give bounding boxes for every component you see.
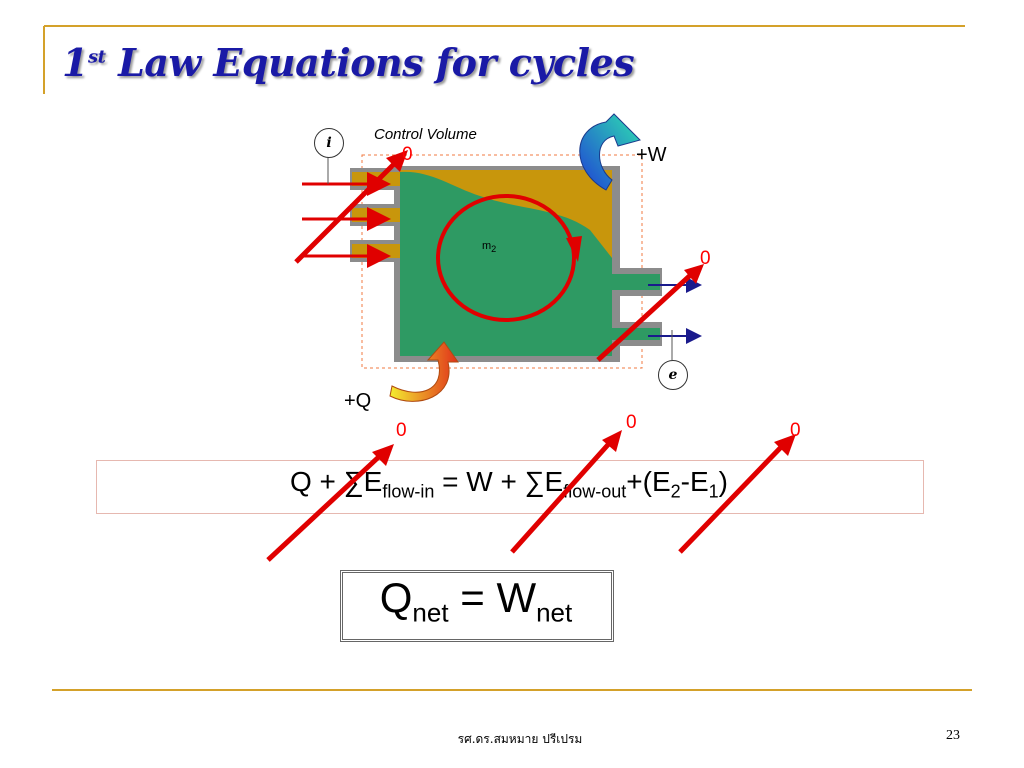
zero-energy-change: 0: [790, 420, 801, 441]
zero-flow-out: 0: [626, 412, 637, 433]
mass-subscript: 2: [491, 244, 497, 255]
work-label: +W: [636, 144, 667, 166]
result-box: [340, 570, 614, 642]
zero-outlet: 0: [700, 248, 711, 269]
w-net-subscript: net: [536, 597, 573, 628]
title-text: Law Equations for cycles: [105, 40, 635, 85]
energy-equation: Q + ∑Eflow-in = W + ∑Eflow-out+(E2-E1): [290, 466, 728, 502]
cycle-circle: [436, 194, 576, 322]
equation-box: [96, 460, 924, 514]
exit-marker: e: [658, 360, 688, 390]
zero-flow-in: 0: [396, 420, 407, 441]
cancel-arrow-energy-change: [678, 440, 788, 554]
control-volume-boundary: [361, 154, 643, 369]
cancel-arrow-flow-in: [266, 450, 386, 562]
mass-label: m2: [482, 240, 497, 255]
cancel-arrow-flow-out: [510, 436, 616, 554]
flow-out-subscript: flow-out: [563, 481, 627, 502]
heat-label: +Q: [344, 390, 372, 412]
slide-title: 1st Law Equations for cycles: [62, 40, 635, 85]
control-volume-label: Control Volume: [374, 126, 477, 143]
title-number: 1: [62, 40, 88, 85]
work-arrow: [579, 113, 641, 191]
footer-author: รศ.ดร.สมหมาย ปรีเปรม: [457, 732, 583, 746]
cycle-result-equation: Qnet = Wnet: [379, 574, 573, 628]
page-number: 23: [946, 728, 960, 743]
cycle-arrowhead: [566, 236, 582, 262]
zero-inlet: 0: [402, 144, 413, 165]
cancel-arrow-inlet: [294, 156, 402, 264]
title-superscript: st: [87, 46, 106, 68]
cancel-arrow-outlet: [596, 268, 698, 362]
q-net-subscript: net: [412, 597, 449, 628]
flow-in-subscript: flow-in: [382, 481, 435, 502]
inlet-marker: i: [314, 128, 344, 158]
heat-arrow: [389, 341, 459, 402]
